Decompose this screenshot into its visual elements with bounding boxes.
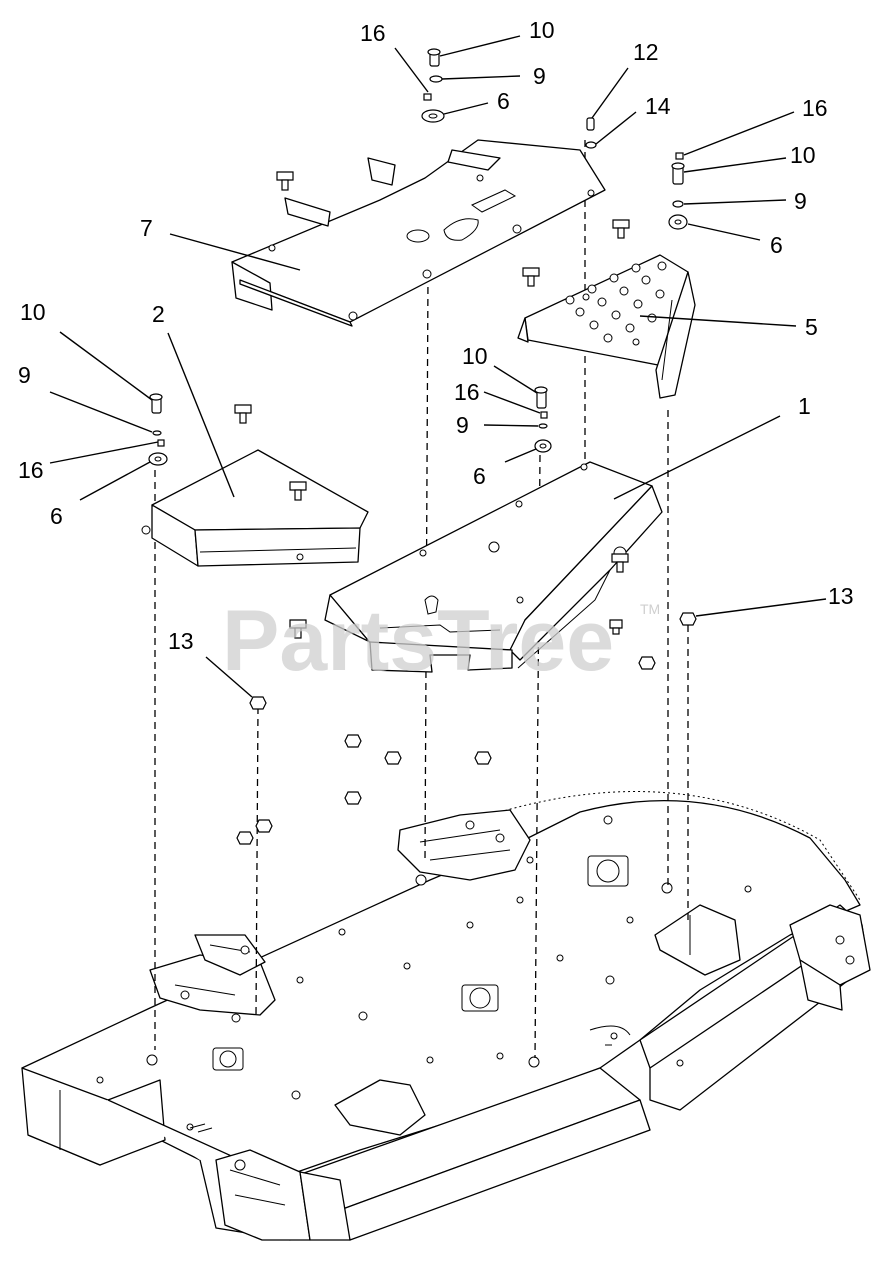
label-5: 5 — [805, 314, 818, 340]
label-14: 14 — [645, 93, 671, 119]
label-6-mid: 6 — [473, 463, 486, 489]
leader-lines — [49, 35, 827, 698]
label-16-right: 16 — [802, 95, 828, 121]
label-9-top: 9 — [533, 63, 546, 89]
part-7-plate — [231, 139, 606, 327]
watermark-text: PartsTree — [222, 593, 614, 689]
callout-labels: 10 16 9 6 12 14 16 10 9 6 7 5 10 2 9 16 … — [18, 17, 854, 654]
label-1: 1 — [798, 393, 811, 419]
watermark-trademark: TM — [640, 601, 660, 617]
label-10-left: 10 — [20, 299, 46, 325]
label-6-right: 6 — [770, 232, 783, 258]
hardware — [148, 48, 697, 845]
label-16-left: 16 — [18, 457, 44, 483]
label-10-top: 10 — [529, 17, 555, 43]
label-13-left: 13 — [168, 628, 194, 654]
label-6-top: 6 — [497, 88, 510, 114]
part-2-cover — [141, 449, 369, 567]
label-12: 12 — [633, 39, 659, 65]
label-16-top: 16 — [360, 20, 386, 46]
label-9-mid: 9 — [456, 412, 469, 438]
label-9-left: 9 — [18, 362, 31, 388]
label-13-right: 13 — [828, 583, 854, 609]
label-16-mid: 16 — [454, 379, 480, 405]
label-6-left: 6 — [50, 503, 63, 529]
watermark: PartsTree TM — [222, 593, 660, 689]
label-9-right: 9 — [794, 188, 807, 214]
label-10-right: 10 — [790, 142, 816, 168]
part-1-channel — [324, 461, 663, 673]
label-10-mid: 10 — [462, 343, 488, 369]
mower-deck — [21, 791, 871, 1241]
label-7: 7 — [140, 215, 153, 241]
label-2: 2 — [152, 301, 165, 327]
part-5-plate — [517, 254, 696, 399]
